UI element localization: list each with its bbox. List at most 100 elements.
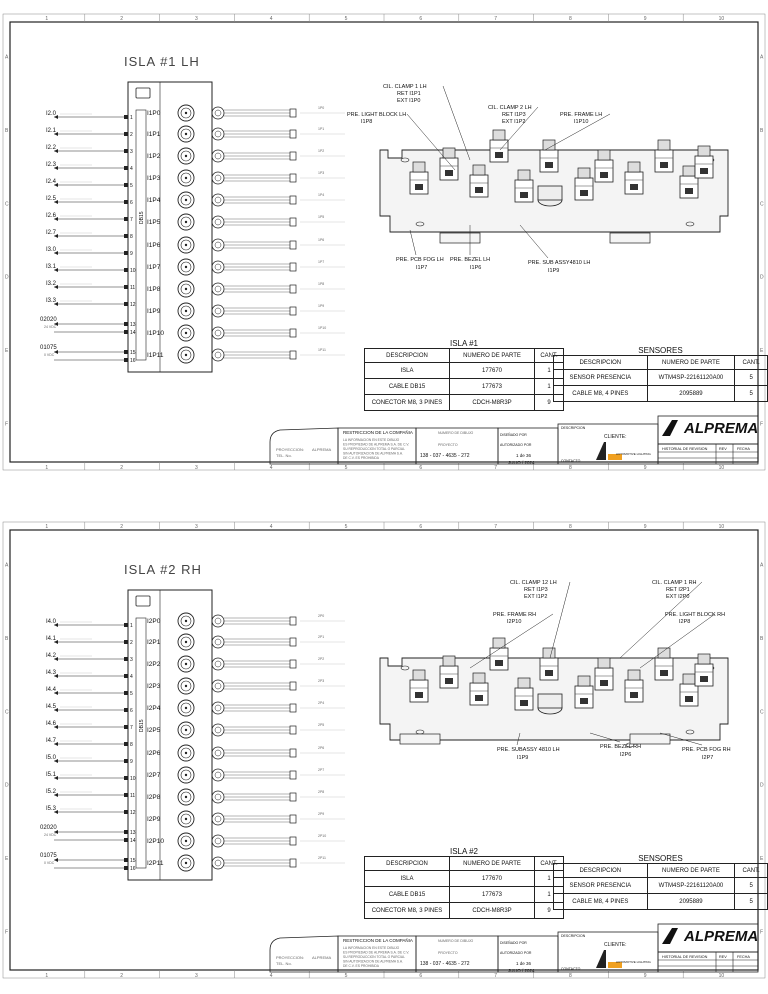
sensor-connector — [289, 858, 297, 868]
m8-plug-inner — [214, 726, 222, 734]
border-col-label: 7 — [494, 16, 497, 22]
m8-plug-inner — [214, 307, 222, 315]
m8-plug — [211, 834, 225, 848]
port-connector-pin — [184, 751, 188, 755]
m8-plug — [211, 723, 225, 737]
port-connector-pin — [184, 220, 188, 224]
border-col-label: 6 — [419, 973, 422, 979]
callout-leader — [549, 581, 571, 659]
terminal-pin — [124, 322, 128, 326]
wire-arrow — [54, 674, 58, 678]
table-cell: 177673 — [449, 886, 535, 903]
sensor-connector — [289, 195, 297, 205]
border-row-label: F — [5, 929, 8, 935]
border-col-label: 8 — [569, 524, 572, 530]
port-connector-inner — [180, 813, 192, 825]
sensor-connector — [289, 129, 297, 139]
port-label: I1P3 — [147, 175, 161, 182]
table-header: DESCRIPCION — [553, 863, 648, 878]
input-label: I4.6 — [46, 721, 57, 727]
callout-leader — [469, 613, 554, 669]
sensor-connector — [289, 262, 297, 272]
client-logo — [596, 950, 606, 968]
input-label: I5.1 — [46, 772, 57, 778]
clamp-head — [657, 647, 671, 659]
pin-number: 3 — [130, 149, 133, 155]
sensor-connector — [289, 240, 297, 250]
pin-number: 4 — [130, 674, 133, 680]
module-indicator — [135, 595, 151, 607]
border-row-label: C — [760, 201, 764, 207]
port-connector-inner — [180, 107, 192, 119]
port-connector-inner — [180, 128, 192, 140]
terminal-pin — [124, 776, 128, 780]
port-label: I1P4 — [147, 197, 161, 204]
input-label: I4.3 — [46, 670, 57, 676]
input-label: I4.2 — [46, 653, 57, 659]
port-connector-inner — [180, 835, 192, 847]
restriction-text: LA INFORMACION EN ESTE DIBUJO — [343, 438, 400, 442]
table-cell: CABLE M8, 4 PINES — [553, 893, 648, 910]
wire-arrow — [54, 132, 58, 136]
pin-number: 3 — [130, 657, 133, 663]
proyeccion-label: PROYECCION: — [276, 955, 304, 960]
wire-arrow — [54, 793, 58, 797]
border-col-label: 9 — [644, 16, 647, 22]
m8-plug-inner — [214, 859, 222, 867]
sensor-connector — [289, 659, 297, 669]
power-sub: 0 VDC — [44, 861, 55, 865]
wire-arrow — [54, 810, 58, 814]
port-connector-pin — [184, 684, 188, 688]
m8-plug — [211, 790, 225, 804]
m8-plug — [211, 701, 225, 715]
tel-label: TEL. No. — [276, 453, 292, 458]
pin-number: 2 — [130, 640, 133, 646]
clamp-sensor — [660, 162, 668, 168]
proyeccion-company: ALPREMA — [312, 447, 331, 452]
m8-plug-inner — [214, 263, 222, 271]
callout-title: CIL. CLAMP 12 LH — [510, 580, 557, 586]
callout-leader — [589, 732, 621, 743]
m8-plug — [211, 812, 225, 826]
port-label: I1P1 — [147, 131, 161, 138]
clamp-block — [694, 663, 714, 687]
sensor-tag: 1P1 — [318, 127, 324, 131]
input-label: I4.4 — [46, 687, 57, 693]
power-code: 02020 — [40, 317, 57, 323]
pin-number: 1 — [130, 115, 133, 121]
description-label: DESCRIPCION — [561, 934, 586, 938]
table-cell: ISLA — [364, 362, 450, 379]
restriction-text: ES PROPIEDAD DE ALPREMA S.A. DE C.V. — [343, 951, 409, 955]
port-connector — [177, 191, 195, 209]
border-row-label: E — [5, 348, 9, 354]
sensor-tag: 2P10 — [318, 834, 326, 838]
port-label: I2P5 — [147, 727, 161, 734]
sensor-tag: 1P7 — [318, 260, 324, 264]
sensor-connector — [289, 681, 297, 691]
port-label: I2P6 — [147, 750, 161, 757]
border-col-label: 4 — [270, 524, 273, 530]
clamp-head — [597, 657, 611, 669]
table-cell: 2095889 — [646, 385, 736, 402]
title-block-shape — [269, 935, 339, 973]
input-label: I2.4 — [46, 179, 57, 185]
port-connector-pin — [184, 861, 188, 865]
clamp-head — [517, 169, 531, 181]
border-col-label: 5 — [345, 524, 348, 530]
clamp-sensor — [445, 170, 453, 176]
table-header: DESCRIPCION — [364, 348, 450, 363]
table-cell: WTM4SP-22161120A00 — [646, 369, 736, 386]
wire-arrow — [54, 776, 58, 780]
table-header: CANT. — [734, 355, 768, 370]
border-row-label: F — [760, 929, 763, 935]
restriction-title: RESTRICCION DE LA COMPAÑIA — [343, 937, 413, 943]
port-connector-inner — [180, 680, 192, 692]
wire-arrow — [54, 166, 58, 170]
border-row-label: C — [5, 709, 9, 715]
clamp-sensor — [630, 184, 638, 190]
port-label: I1P6 — [147, 242, 161, 249]
port-connector-inner — [180, 658, 192, 670]
input-label: I2.5 — [46, 196, 57, 202]
